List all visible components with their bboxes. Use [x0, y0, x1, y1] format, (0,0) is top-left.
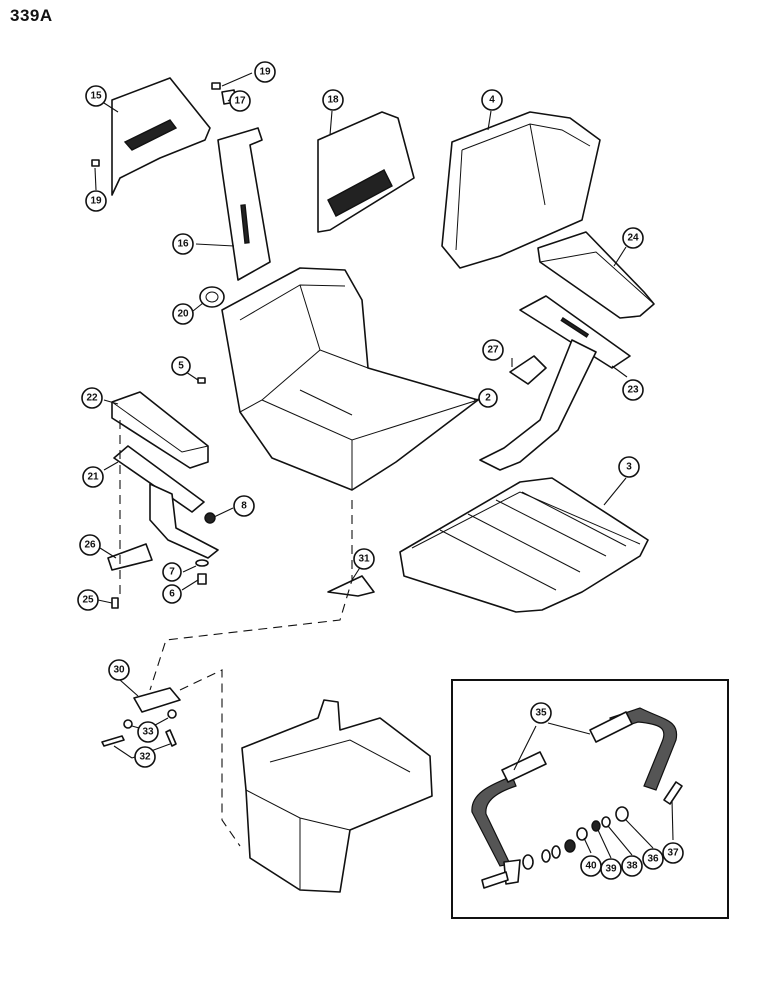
callout-label: 31 [358, 554, 370, 565]
callout-17: 17 [229, 90, 251, 112]
callout-6: 6 [162, 584, 182, 604]
part-23-right-arm-bracket [479, 295, 631, 471]
part-15-side-panel [111, 77, 211, 196]
callout-label: 7 [169, 567, 175, 578]
callout-label: 25 [82, 595, 94, 606]
callout-32: 32 [134, 746, 156, 768]
part-3-seat-cushion [399, 477, 649, 613]
part-32-bolts [101, 729, 177, 747]
callout-label: 8 [241, 501, 247, 512]
part-7-washer [195, 559, 209, 567]
callout-19-left: 19 [85, 190, 107, 212]
callout-label: 21 [87, 472, 99, 483]
callout-label: 33 [142, 727, 154, 738]
callout-30: 30 [108, 659, 130, 681]
part-19-screw-lower [91, 159, 100, 167]
callout-label: 19 [259, 67, 271, 78]
callout-label: 3 [626, 462, 632, 473]
callout-label: 6 [169, 589, 175, 600]
callout-label: 27 [487, 345, 499, 356]
part-24-right-armrest-pad [537, 231, 655, 319]
part-33-nuts [123, 709, 177, 729]
part-25-bolt [111, 597, 119, 609]
callout-31: 31 [353, 548, 375, 570]
callout-18: 18 [322, 89, 344, 111]
callout-label: 26 [84, 540, 96, 551]
callout-label: 22 [86, 393, 98, 404]
callout-label: 32 [139, 752, 151, 763]
callout-19-top: 19 [254, 61, 276, 83]
callout-2: 2 [478, 388, 498, 408]
seat-base-housing [241, 699, 433, 893]
part-26-bracket [107, 543, 153, 571]
callout-label: 40 [585, 861, 597, 872]
part-4-back-cushion [441, 111, 601, 269]
callout-label: 39 [605, 864, 617, 875]
callout-16: 16 [172, 233, 194, 255]
callout-label: 18 [327, 95, 339, 106]
callout-label: 30 [113, 665, 125, 676]
part-8-nut [204, 512, 216, 524]
assembly-line-bracket-to-base [179, 669, 241, 847]
callout-label: 36 [647, 854, 659, 865]
seat-belt-inset [451, 679, 729, 919]
part-31-bracket [327, 575, 375, 597]
callout-23: 23 [622, 379, 644, 401]
part-19-screw-upper [211, 82, 221, 90]
callout-21: 21 [82, 466, 104, 488]
part-21-left-arm-bracket [113, 445, 219, 559]
callout-label: 20 [177, 309, 189, 320]
callout-label: 16 [177, 239, 189, 250]
callout-7: 7 [162, 562, 182, 582]
part-22-left-armrest-pad [111, 391, 209, 469]
callout-4: 4 [481, 89, 503, 111]
callout-label: 15 [90, 91, 102, 102]
callout-33: 33 [137, 721, 159, 743]
callout-38: 38 [621, 855, 643, 877]
callout-3: 3 [618, 456, 640, 478]
callout-35: 35 [530, 702, 552, 724]
callout-label: 24 [627, 233, 639, 244]
callout-39: 39 [600, 858, 622, 880]
belt-hardware-stack [522, 781, 683, 870]
callout-label: 23 [627, 385, 639, 396]
callout-26: 26 [79, 534, 101, 556]
callout-label: 37 [667, 848, 679, 859]
callout-label: 17 [234, 96, 246, 107]
callout-37: 37 [662, 842, 684, 864]
callout-label: 2 [485, 393, 491, 404]
part-5-screw [197, 377, 206, 384]
callout-25: 25 [77, 589, 99, 611]
part-16-back-bracket [217, 127, 271, 281]
part-30-mount-bracket [133, 687, 181, 713]
callout-8: 8 [233, 495, 255, 517]
callout-label: 35 [535, 708, 547, 719]
callout-27: 27 [482, 339, 504, 361]
page-title: 339A [10, 6, 53, 25]
callout-5: 5 [171, 356, 191, 376]
part-2-seat-pan [221, 267, 479, 491]
callout-22: 22 [81, 387, 103, 409]
callout-label: 4 [489, 95, 495, 106]
callout-label: 38 [626, 861, 638, 872]
part-20-bumper [199, 286, 225, 308]
assembly-line-seat-to-base [149, 500, 353, 691]
callout-label: 5 [178, 361, 184, 372]
callout-24: 24 [622, 227, 644, 249]
callout-40: 40 [580, 855, 602, 877]
callout-20: 20 [172, 303, 194, 325]
callout-36: 36 [642, 848, 664, 870]
callout-label: 19 [90, 196, 102, 207]
part-6-bolt [197, 573, 207, 585]
part-35-seat-belt [471, 707, 678, 889]
callout-15: 15 [85, 85, 107, 107]
part-27-bracket [509, 355, 547, 385]
part-18-back-panel [317, 111, 415, 233]
